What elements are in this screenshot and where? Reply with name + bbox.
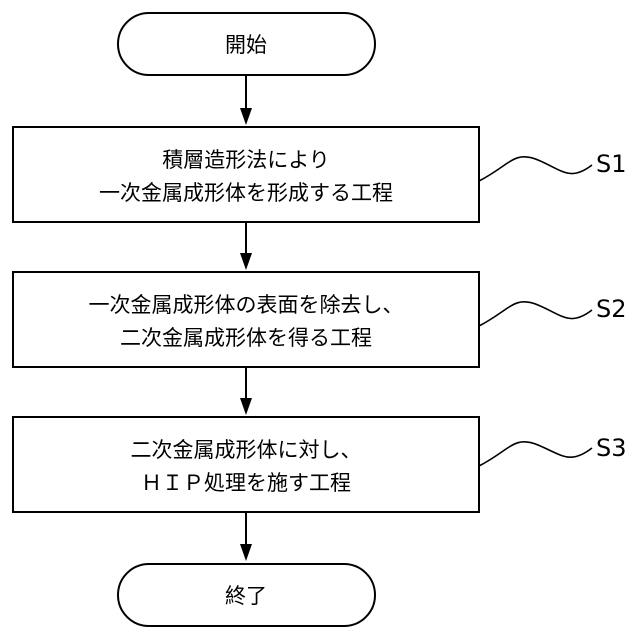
step1-label: S1 [596,150,627,178]
step2-leader-line [479,302,592,326]
arrow-step3-to-end [240,512,252,561]
step1-line2: 一次金属成形体を形成する工程 [99,181,393,205]
step3-line1: 二次金属成形体に対し、 [131,438,362,462]
step1-box-shape [13,127,479,222]
step1-leader-line [479,157,592,181]
step3-line2: ＨＩＰ処理を施す工程 [141,471,351,495]
step3-label: S3 [596,434,627,462]
step2-box: 一次金属成形体の表面を除去し、 二次金属成形体を得る工程 [13,272,479,367]
step1-box: 積層造形法により 一次金属成形体を形成する工程 [13,127,479,222]
step2-line2: 二次金属成形体を得る工程 [120,326,372,350]
start-terminal: 開始 [118,13,375,75]
step3-leader-line [479,442,592,466]
arrow-start-to-step1 [240,75,252,125]
step3-box-shape [13,417,479,512]
end-terminal-label: 終了 [225,584,267,608]
step2-line1: 一次金属成形体の表面を除去し、 [89,293,404,317]
step1-line1: 積層造形法により [162,148,330,172]
step2-box-shape [13,272,479,367]
arrow-step2-to-step3 [240,367,252,415]
end-terminal: 終了 [118,564,375,626]
step2-label: S2 [596,295,627,323]
start-terminal-label: 開始 [225,33,267,57]
arrow-step1-to-step2 [240,222,252,270]
step3-box: 二次金属成形体に対し、 ＨＩＰ処理を施す工程 [13,417,479,512]
